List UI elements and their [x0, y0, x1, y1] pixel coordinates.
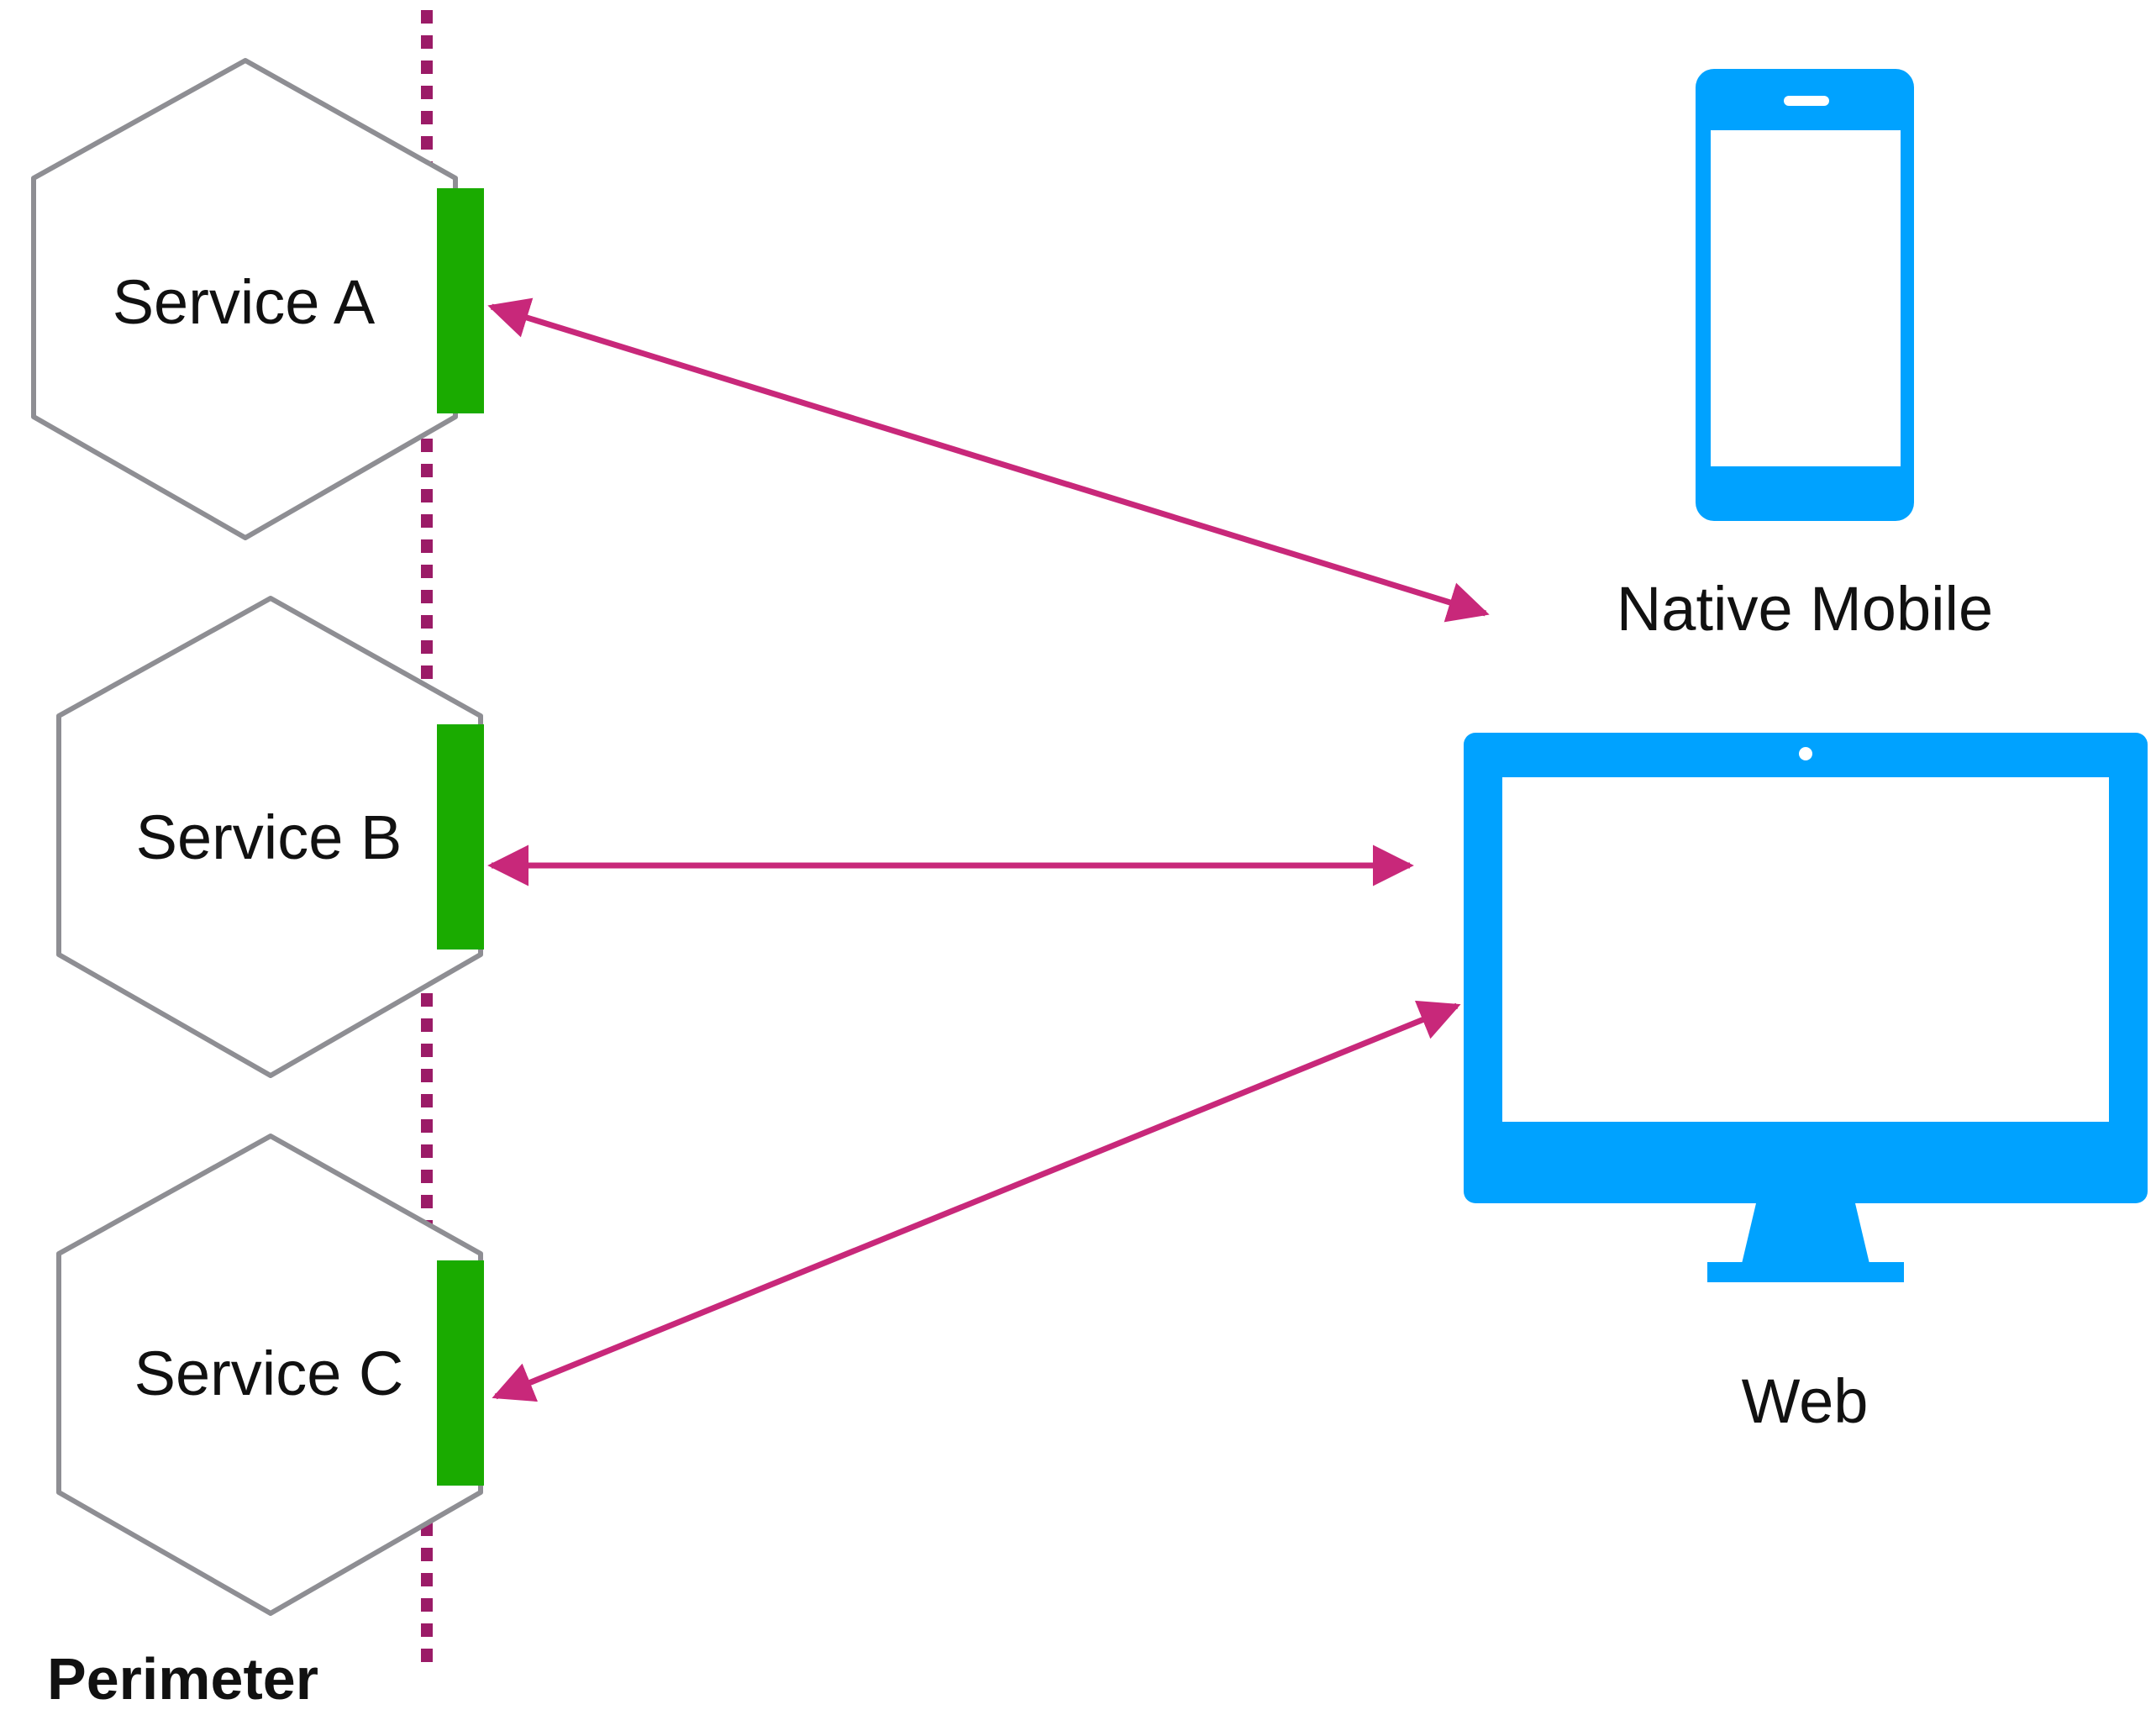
desktop-monitor-icon [1464, 733, 2148, 1282]
service-c-label: Service C [134, 1339, 404, 1408]
smartphone-icon [1696, 69, 1914, 521]
service-a-gateway [437, 188, 484, 413]
arrow-service-c-to-web [492, 1000, 1461, 1402]
service-c: Service C [56, 1134, 484, 1616]
service-c-gateway [437, 1260, 484, 1486]
service-a: Service A [31, 58, 484, 540]
service-a-hexagon [31, 58, 458, 540]
service-b-hexagon [56, 596, 483, 1078]
perimeter-label: Perimeter [47, 1646, 318, 1712]
native-mobile-label: Native Mobile [1617, 574, 1993, 644]
service-b-label: Service B [136, 802, 402, 872]
service-b: Service B [56, 596, 484, 1078]
web-label: Web [1742, 1366, 1869, 1436]
service-b-gateway [437, 724, 484, 950]
service-a-label: Service A [113, 267, 376, 337]
service-c-hexagon [56, 1134, 483, 1616]
arrow-service-a-to-mobile [487, 297, 1490, 623]
